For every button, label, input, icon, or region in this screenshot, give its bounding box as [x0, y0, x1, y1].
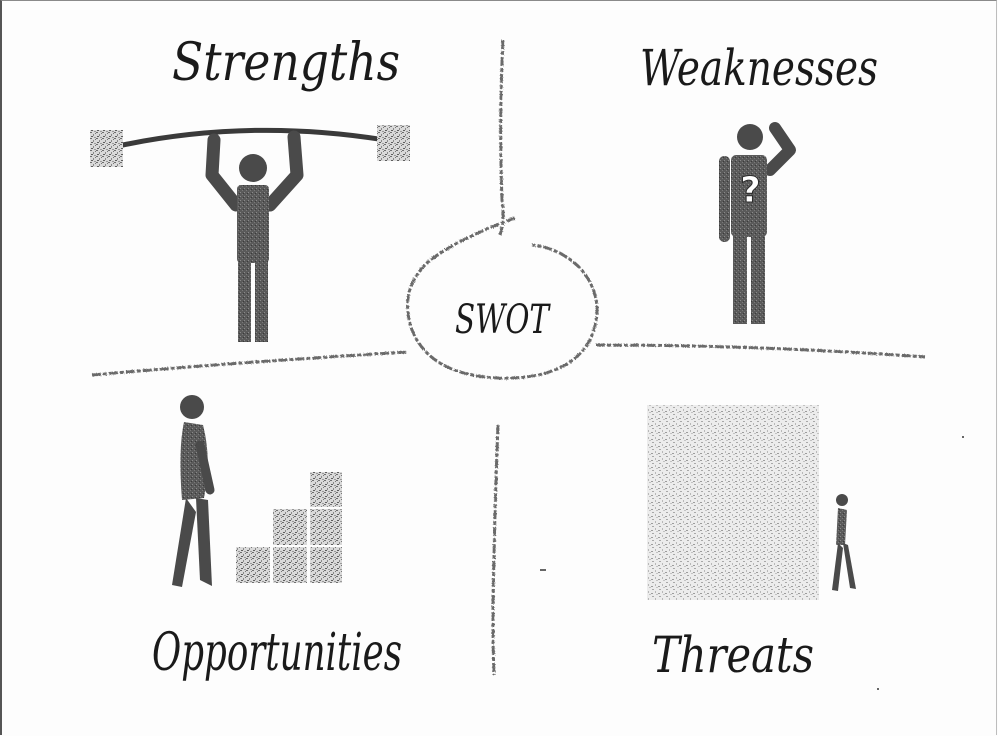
- opportunities-quadrant: Opportunities: [152, 395, 402, 683]
- confused-person-icon: ?: [719, 122, 796, 324]
- weightlifter-icon: [90, 125, 410, 342]
- threats-label: Threats: [652, 626, 814, 684]
- person-walking-to-stairs-icon: [172, 395, 342, 587]
- svg-text:?: ?: [740, 170, 761, 211]
- wall-block: [647, 405, 819, 600]
- center-swot-label: SWOT: [455, 297, 551, 343]
- strengths-label: Strengths: [172, 33, 400, 93]
- weaknesses-quadrant: Weaknesses ?: [640, 39, 878, 324]
- divider-right-horizontal: [595, 343, 926, 359]
- stray-marks: [540, 436, 964, 690]
- strengths-quadrant: Strengths: [90, 33, 410, 342]
- weaknesses-label: Weaknesses: [640, 39, 878, 97]
- quadrant-dividers: [91, 39, 926, 676]
- stairs-icon: [236, 472, 342, 583]
- divider-left-horizontal: [91, 350, 409, 377]
- opportunities-label: Opportunities: [152, 623, 402, 683]
- center-circle: [406, 216, 599, 380]
- divider-bottom-vertical: [491, 424, 500, 676]
- person-facing-wall-icon: [647, 405, 856, 600]
- divider-top-vertical: [498, 39, 505, 236]
- threats-quadrant: Threats: [647, 405, 856, 684]
